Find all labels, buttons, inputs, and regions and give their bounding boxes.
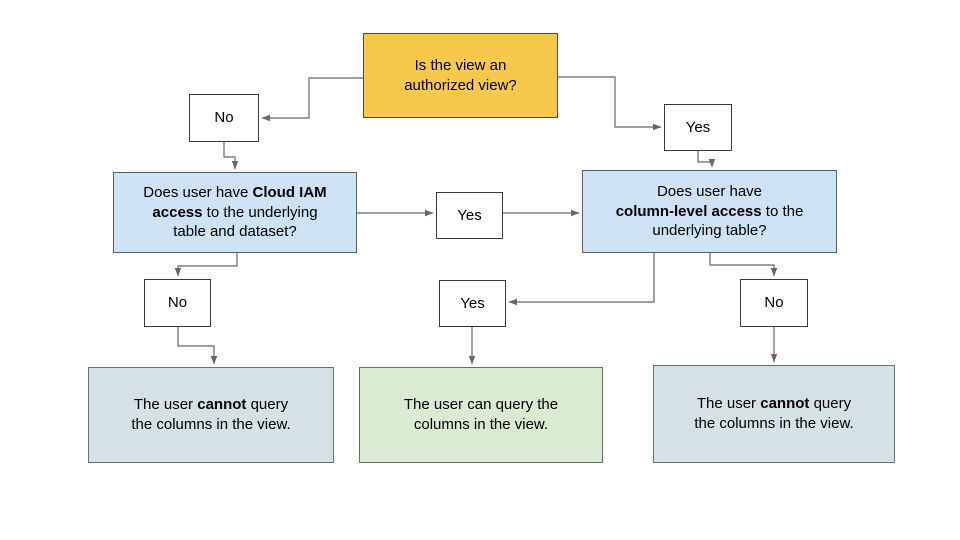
result-left-text-2: query the columns in the view.	[131, 396, 291, 433]
result-right-text-bold: cannot	[760, 395, 810, 413]
edge-q-iam-to-no-left	[174, 253, 238, 277]
branch-label-no-top: No	[189, 94, 259, 142]
branch-label-yes-lower-text: Yes	[460, 294, 485, 312]
branch-label-no-left-text: No	[167, 294, 188, 312]
decision-cloud-iam-text-1: Does user have	[143, 183, 253, 201]
edge-authorized-to-yes-top	[558, 76, 662, 131]
decision-cloud-iam-access: Does user have Cloud IAM access to the u…	[113, 172, 357, 253]
result-cannot-query-right: The user cannot query the columns in the…	[653, 365, 895, 463]
result-mid-text: The user can query the columns in the vi…	[403, 396, 559, 433]
edge-q-column-to-no-right	[709, 253, 778, 277]
result-can-query: The user can query the columns in the vi…	[359, 367, 603, 463]
decision-column-level-text-1: Does user have	[656, 182, 763, 200]
decision-cloud-iam-text-2: to the underlying table and dataset?	[173, 203, 318, 241]
branch-label-yes-mid: Yes	[436, 192, 503, 239]
decision-authorized-view-text: Is the view an authorized view?	[404, 56, 517, 94]
branch-label-yes-mid-text: Yes	[457, 206, 482, 224]
decision-cloud-iam-text-bold: Cloud IAM access	[152, 183, 327, 221]
decision-authorized-view: Is the view an authorized view?	[363, 33, 558, 118]
result-right-text-1: The user	[696, 395, 761, 413]
edge-q-column-to-yes-lower	[508, 253, 655, 306]
branch-label-no-left: No	[144, 279, 211, 327]
decision-column-level-text-bold: column-level access	[615, 202, 762, 220]
result-right-text-2: query the columns in the view.	[694, 395, 854, 432]
branch-label-yes-lower: Yes	[439, 280, 506, 327]
result-left-text-bold: cannot	[197, 396, 247, 414]
branch-label-no-right: No	[740, 279, 808, 327]
edge-authorized-to-no-top	[261, 77, 363, 122]
edge-yes-top-to-q-column	[697, 151, 716, 168]
result-left-text-1: The user	[133, 396, 198, 414]
decision-column-level-access: Does user have column-level access to th…	[582, 170, 837, 253]
edge-no-top-to-q-iam	[223, 142, 239, 170]
branch-label-no-top-text: No	[214, 109, 234, 127]
decision-column-level-text-2: to the underlying table?	[652, 202, 804, 240]
branch-label-yes-top: Yes	[664, 104, 732, 151]
branch-label-no-right-text: No	[764, 294, 784, 312]
branch-label-yes-top-text: Yes	[685, 118, 711, 136]
result-cannot-query-left: The user cannot query the columns in the…	[88, 367, 334, 463]
edge-no-left-to-result-left	[177, 327, 218, 365]
